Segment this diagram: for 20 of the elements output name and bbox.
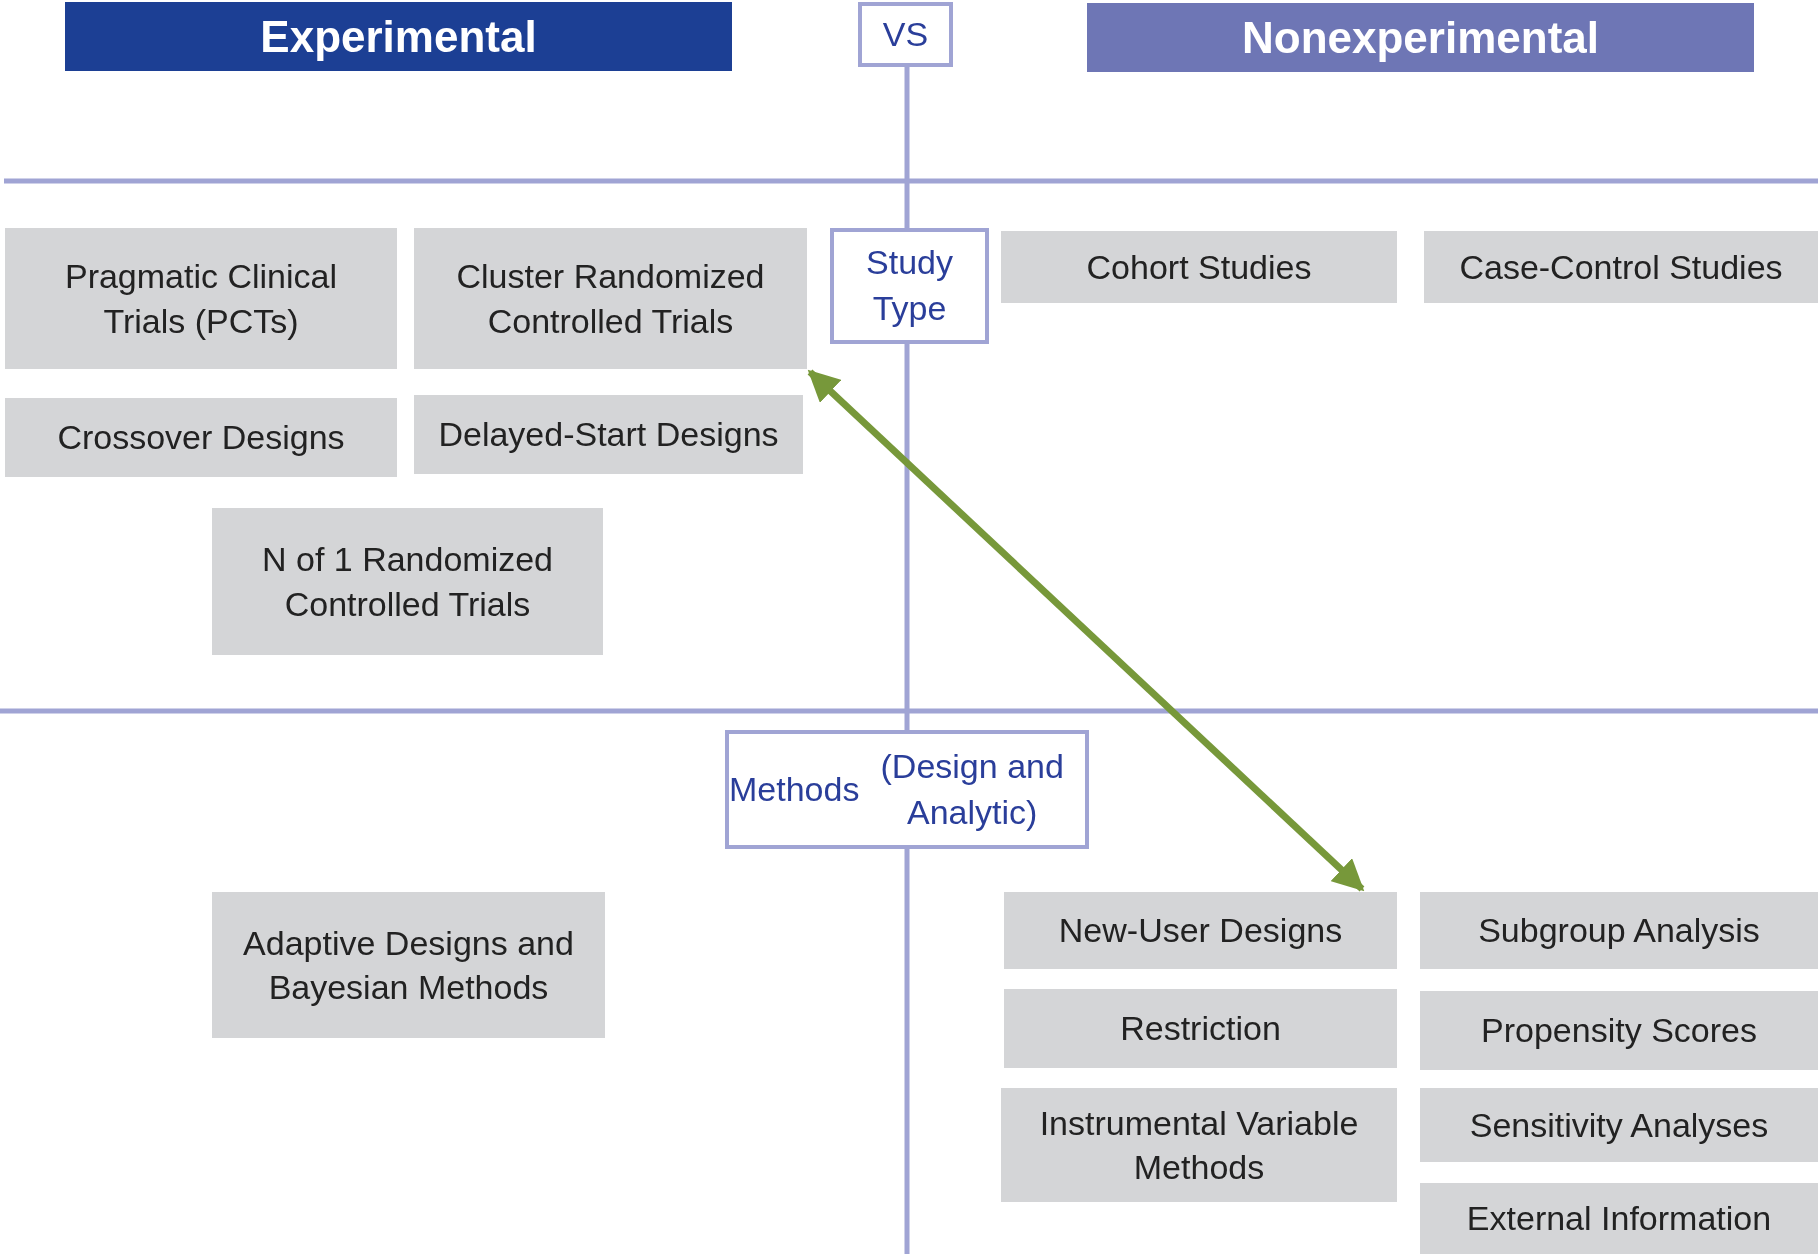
study-type-box: Case-Control Studies bbox=[1424, 231, 1818, 303]
method-box: Delayed-Start Designs bbox=[414, 395, 803, 474]
study-type-box: Cluster Randomized Controlled Trials bbox=[414, 228, 807, 369]
method-box: Sensitivity Analyses bbox=[1420, 1088, 1818, 1162]
category-label-box: Study Type bbox=[830, 228, 989, 344]
method-box: New-User Designs bbox=[1004, 892, 1397, 969]
method-box: External Information bbox=[1420, 1183, 1818, 1254]
study-type-box: Pragmatic Clinical Trials (PCTs) bbox=[5, 228, 397, 369]
method-box: Subgroup Analysis bbox=[1420, 892, 1818, 969]
double-headed-arrow bbox=[807, 369, 1365, 892]
vs-label-box: VS bbox=[858, 2, 953, 67]
study-type-box: Cohort Studies bbox=[1001, 231, 1397, 303]
study-type-box: N of 1 Randomized Controlled Trials bbox=[212, 508, 603, 655]
method-box: Instrumental Variable Methods bbox=[1001, 1088, 1397, 1202]
method-box: Crossover Designs bbox=[5, 398, 397, 477]
experimental-header: Experimental bbox=[65, 2, 732, 71]
method-box: Restriction bbox=[1004, 989, 1397, 1068]
method-box: Adaptive Designs and Bayesian Methods bbox=[212, 892, 605, 1038]
nonexperimental-header: Nonexperimental bbox=[1087, 3, 1754, 72]
method-box: Propensity Scores bbox=[1420, 991, 1818, 1070]
